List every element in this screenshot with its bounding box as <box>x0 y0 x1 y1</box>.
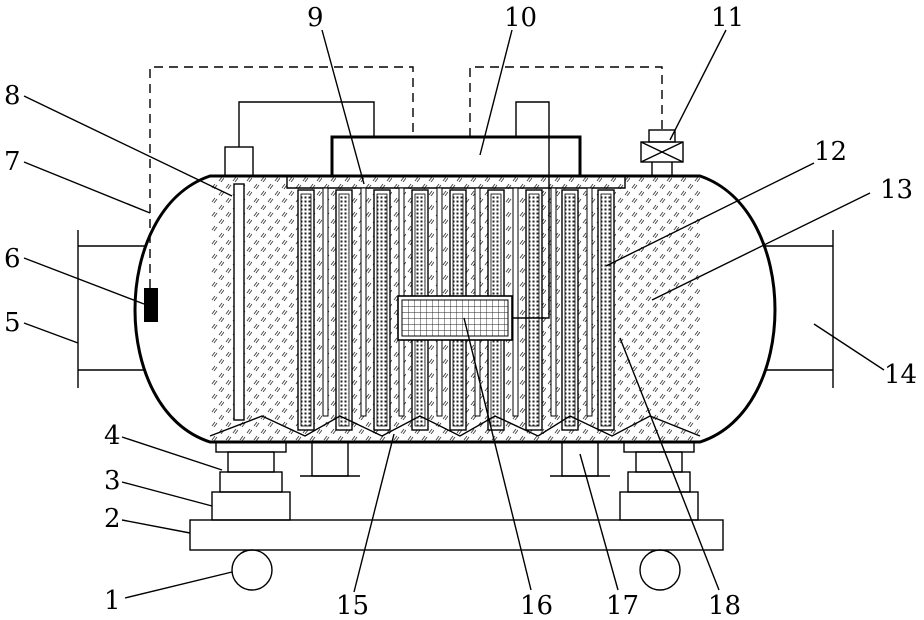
mesh-grid <box>401 299 509 337</box>
right-saddle <box>619 441 699 521</box>
electrode-plate <box>373 189 391 431</box>
wheel <box>231 549 273 591</box>
label-12: 12 <box>814 137 847 167</box>
label-10: 10 <box>504 3 537 33</box>
support-legs <box>300 441 610 477</box>
label-17: 17 <box>606 591 639 620</box>
base-platform <box>189 519 724 551</box>
electrode-plate <box>597 189 615 431</box>
electrode-plate <box>525 189 543 431</box>
control-box <box>330 135 582 178</box>
label-2: 2 <box>104 504 121 534</box>
valve <box>640 129 684 176</box>
left-saddle <box>211 441 291 521</box>
tank-shell <box>133 174 777 444</box>
label-18: 18 <box>708 591 741 620</box>
wiring <box>238 101 550 319</box>
electrode-plate <box>561 189 579 431</box>
label-9: 9 <box>307 3 324 33</box>
zigzag-baffle <box>209 415 701 437</box>
label-1: 1 <box>104 586 121 616</box>
label-14: 14 <box>884 360 917 390</box>
electrode-plate <box>297 189 315 431</box>
top-header <box>286 176 626 189</box>
leader-lines <box>23 29 885 599</box>
part-labels: 1 2 3 4 5 6 7 8 9 10 11 12 13 14 15 16 1… <box>4 3 917 620</box>
label-15: 15 <box>336 591 369 620</box>
outlet-pipe <box>765 230 834 388</box>
label-6: 6 <box>4 244 21 274</box>
electrode-plates <box>297 189 615 431</box>
label-8: 8 <box>4 81 21 111</box>
label-3: 3 <box>104 466 121 496</box>
control-lines <box>149 66 663 288</box>
label-13: 13 <box>880 175 913 205</box>
label-16: 16 <box>520 591 553 620</box>
label-4: 4 <box>104 421 121 451</box>
electrode-plate <box>335 189 353 431</box>
label-5: 5 <box>4 308 21 338</box>
label-11: 11 <box>711 3 744 33</box>
inlet-pipe <box>77 230 146 388</box>
wheel <box>639 549 681 591</box>
sensor <box>144 288 158 322</box>
top-nozzle <box>224 146 254 177</box>
label-7: 7 <box>4 147 21 177</box>
vertical-rod <box>233 183 245 421</box>
